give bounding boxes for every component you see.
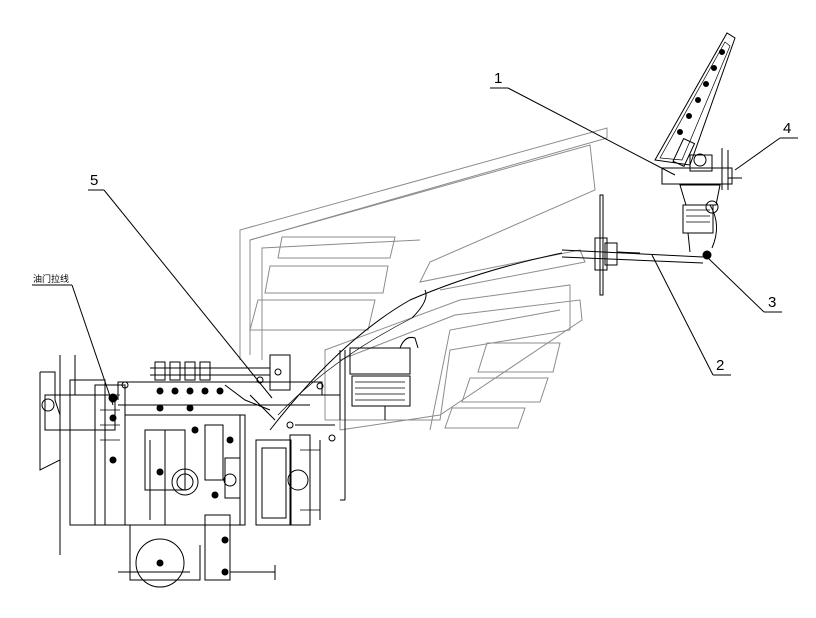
throttle-rod xyxy=(561,194,704,296)
cab-stripes-upper xyxy=(249,236,396,331)
leader-lines xyxy=(32,87,798,406)
air-box xyxy=(349,337,419,420)
callout-1: 1 xyxy=(494,70,502,87)
side-note-label: 油门拉线 xyxy=(33,273,69,284)
pedal-bolts xyxy=(677,49,725,135)
pedal-assembly xyxy=(654,32,742,260)
callout-5: 5 xyxy=(90,172,98,189)
cab-outline xyxy=(239,127,608,431)
callout-labels: 1 2 3 4 5 油门拉线 xyxy=(33,70,791,374)
callout-3: 3 xyxy=(768,294,776,311)
callout-4: 4 xyxy=(783,120,791,137)
injectors xyxy=(154,361,224,412)
engine-block xyxy=(39,350,346,588)
throttle-cable xyxy=(269,252,563,431)
callout-2: 2 xyxy=(716,357,724,374)
cab-stripes-lower xyxy=(444,342,561,429)
